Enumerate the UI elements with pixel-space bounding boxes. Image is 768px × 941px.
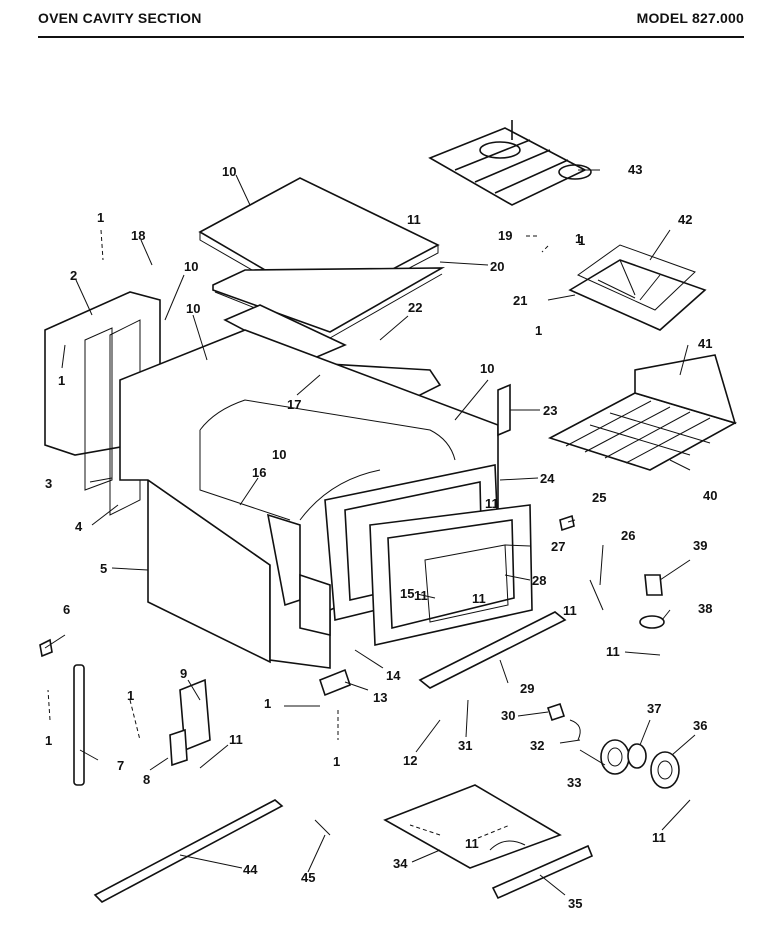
callout-11: 11 [563,603,577,618]
callout-11: 11 [414,588,428,603]
callout-9: 9 [180,666,187,681]
callout-42: 42 [678,212,692,227]
callout-1: 1 [535,323,542,338]
broil-element [428,120,592,206]
callout-11: 11 [485,496,499,511]
small-parts [39,514,680,789]
callout-4: 4 [75,519,83,534]
callout-10: 10 [184,259,198,274]
callout-44: 44 [243,862,258,877]
callout-43: 43 [628,162,642,177]
leader-lines [44,169,696,896]
side-trim [266,513,331,637]
callout-23: 23 [543,403,557,418]
callout-1: 1 [333,754,340,769]
callout-17: 17 [287,397,301,412]
callout-11: 11 [652,830,666,845]
callout-13: 13 [373,690,387,705]
callout-29: 29 [520,681,534,696]
callout-37: 37 [647,701,661,716]
callout-labels: 1 1 1 1 1 1 1 1 1 2 3 4 5 6 7 8 9 10 10 … [45,162,717,911]
callout-1: 1 [97,210,104,225]
callout-1: 1 [575,231,582,246]
trim-strip [418,611,567,689]
callout-10: 10 [186,301,200,316]
bracket-23 [497,383,511,437]
callout-12: 12 [403,753,417,768]
callout-40: 40 [703,488,717,503]
front-frame [324,464,533,646]
callout-8: 8 [143,772,150,787]
callout-18: 18 [131,228,145,243]
callout-19: 19 [498,228,512,243]
callout-3: 3 [45,476,52,491]
callout-20: 20 [490,259,504,274]
callout-6: 6 [63,602,70,617]
callout-38: 38 [698,601,712,616]
callout-36: 36 [693,718,707,733]
callout-11: 11 [472,591,486,606]
callout-15: 15 [400,586,414,601]
callout-11: 11 [606,644,620,659]
model-number: MODEL 827.000 [636,10,744,26]
callout-16: 16 [252,465,266,480]
callout-11: 11 [229,732,243,747]
callout-28: 28 [532,573,546,588]
callout-24: 24 [540,471,555,486]
bottom-panel [383,784,562,869]
callout-33: 33 [567,775,581,790]
callout-25: 25 [592,490,606,505]
callout-30: 30 [501,708,515,723]
callout-7: 7 [117,758,124,773]
callout-32: 32 [530,738,544,753]
callout-1: 1 [58,373,65,388]
callout-1: 1 [578,233,585,248]
callout-35: 35 [568,896,582,911]
callout-10: 10 [272,447,286,462]
callout-27: 27 [551,539,565,554]
callout-26: 26 [621,528,635,543]
callout-11: 11 [465,836,479,851]
header-rule [38,36,744,38]
callout-39: 39 [693,538,707,553]
callout-45: 45 [301,870,315,885]
callout-10: 10 [480,361,494,376]
callout-2: 2 [70,268,77,283]
callout-21: 21 [513,293,527,308]
oven-rack [547,354,738,471]
callout-22: 22 [408,300,422,315]
callout-1: 1 [264,696,271,711]
callout-10: 10 [222,164,236,179]
callout-1: 1 [45,733,52,748]
callout-31: 31 [458,738,472,753]
reflector-bowl [568,244,707,331]
callout-14: 14 [386,668,401,683]
callout-11: 11 [407,212,421,227]
section-title: OVEN CAVITY SECTION [38,10,202,26]
callout-1: 1 [127,688,134,703]
callout-34: 34 [393,856,408,871]
callout-41: 41 [698,336,712,351]
bottom-rails [93,799,594,903]
callout-5: 5 [100,561,107,576]
oven-body [119,329,499,669]
